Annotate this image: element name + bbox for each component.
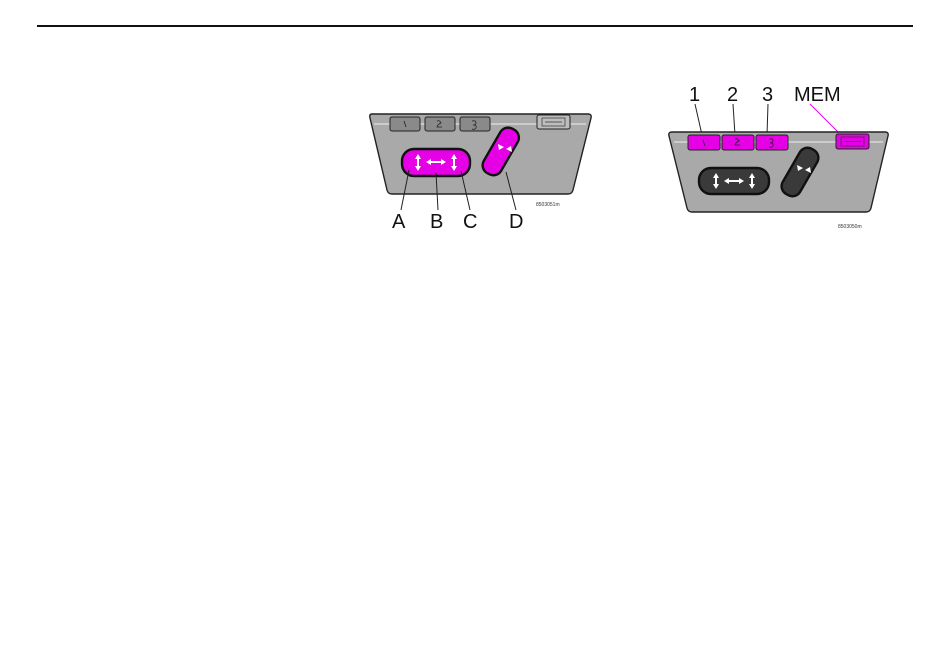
callout-3: 3 (762, 84, 773, 106)
figure-seat-controls-right: 1 2 3 MEM (660, 80, 900, 235)
figure-code-right: 8503050m (838, 224, 862, 230)
callout-mem: MEM (794, 84, 841, 106)
seat-panel-illustration-right: 1 2 3 MEM (660, 80, 900, 235)
mem-button[interactable] (537, 115, 570, 129)
callout-2: 2 (727, 84, 738, 106)
leader-line-1 (695, 104, 702, 135)
seat-panel-illustration-left: A B C D 8503051m (360, 100, 600, 235)
leader-line-mem (810, 104, 841, 135)
figure-seat-controls-left: A B C D 8503051m (360, 100, 600, 235)
callout-a: A (392, 211, 406, 233)
figure-code-left: 8503051m (536, 202, 560, 208)
memory-button-2[interactable] (425, 117, 455, 131)
memory-button-3[interactable] (460, 117, 490, 131)
mem-button[interactable] (836, 134, 869, 149)
memory-button-1[interactable] (390, 117, 420, 131)
seat-cushion-control[interactable] (402, 149, 470, 176)
header-rule (37, 25, 913, 27)
callout-d: D (509, 211, 523, 233)
leader-line-3 (767, 104, 768, 135)
memory-button-3[interactable] (756, 135, 788, 150)
memory-button-1[interactable] (688, 135, 720, 150)
callout-c: C (463, 211, 477, 233)
callout-1: 1 (689, 84, 700, 106)
seat-cushion-control[interactable] (699, 168, 769, 194)
leader-line-2 (733, 104, 735, 135)
callout-b: B (430, 211, 443, 233)
memory-button-2[interactable] (722, 135, 754, 150)
